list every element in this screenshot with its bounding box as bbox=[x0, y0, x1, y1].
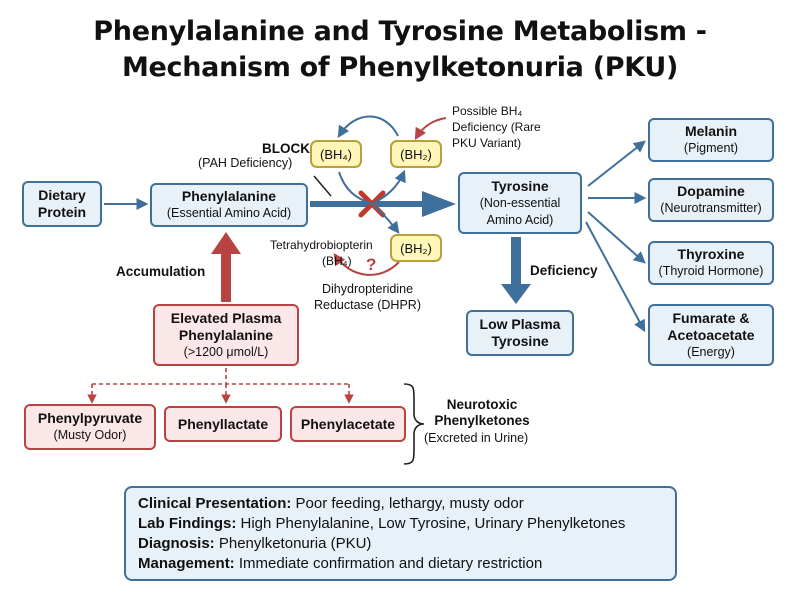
arrow-main-to-bh2-bottom bbox=[371, 203, 400, 234]
melanin-name: Melanin bbox=[684, 123, 738, 139]
melanin-desc: (Pigment) bbox=[683, 141, 739, 155]
node-tyrosine: Tyrosine (Non-essential Amino Acid) bbox=[458, 172, 582, 234]
dopamine-desc: (Neurotransmitter) bbox=[660, 201, 762, 215]
node-phenylalanine: Phenylalanine (Essential Amino Acid) bbox=[150, 183, 308, 227]
arrow-deficiency bbox=[501, 237, 531, 304]
arrow-bh2-to-bh4-top bbox=[337, 115, 399, 139]
phenylpyruvate-desc: (Musty Odor) bbox=[53, 428, 127, 442]
elevated-phe-desc: (>1200 μmol/L) bbox=[183, 344, 269, 359]
dietary-protein-line2: Protein bbox=[37, 204, 87, 220]
phenylpyruvate-name: Phenylpyruvate bbox=[37, 410, 143, 426]
arrow-to-fumarate bbox=[585, 221, 646, 333]
label-possible-bh4-3: PKU Variant) bbox=[452, 136, 522, 150]
page-title: Phenylalanine and Tyrosine Metabolism - … bbox=[0, 14, 800, 86]
cofactor-bh2-top-label: (BH₂) bbox=[400, 146, 432, 162]
label-possible-bh4-2: Deficiency (Rare bbox=[452, 120, 541, 134]
page-title-line1: Phenylalanine and Tyrosine Metabolism - bbox=[93, 16, 707, 47]
phenyllactate-name: Phenyllactate bbox=[177, 415, 269, 432]
arrow-to-melanin bbox=[587, 140, 646, 187]
arrow-bh2-to-bh4-dhpr bbox=[333, 252, 400, 276]
label-neurotoxic-3: (Excreted in Urine) bbox=[424, 431, 529, 445]
thyroxine-name: Thyroxine bbox=[677, 246, 745, 262]
neurotoxic-brace bbox=[403, 383, 425, 465]
summary-text: Phenylketonuria (PKU) bbox=[214, 535, 372, 552]
arrow-to-thyroxine bbox=[587, 211, 646, 264]
summary-clinical-presentation: Clinical Presentation: Poor feeding, let… bbox=[138, 494, 663, 514]
tyrosine-desc2: Amino Acid) bbox=[486, 212, 554, 227]
cofactor-bh2-bottom: (BH₂) bbox=[390, 234, 442, 262]
node-elevated-plasma-phenylalanine: Elevated Plasma Phenylalanine (>1200 μmo… bbox=[153, 304, 299, 366]
dopamine-name: Dopamine bbox=[677, 183, 745, 199]
elevated-phe-line1: Elevated Plasma bbox=[170, 309, 282, 326]
label-neurotoxic-2: Phenylketones bbox=[434, 413, 530, 428]
fumarate-name2: Acetoacetate bbox=[667, 326, 755, 343]
summary-label: Diagnosis: bbox=[138, 535, 215, 552]
fumarate-name1: Fumarate & bbox=[672, 309, 750, 326]
phenylalanine-desc: (Essential Amino Acid) bbox=[166, 206, 292, 220]
elevated-phe-line2: Phenylalanine bbox=[178, 326, 274, 343]
arrow-phe-to-tyrosine bbox=[310, 191, 456, 217]
arrow-bh4-to-main bbox=[338, 171, 373, 205]
node-melanin: Melanin (Pigment) bbox=[648, 118, 774, 162]
label-tetrahydrobiopterin-2: (BH₄) bbox=[322, 254, 352, 268]
cofactor-bh2-bottom-label: (BH₂) bbox=[400, 240, 432, 256]
phenylacetate-name: Phenylacetate bbox=[300, 415, 396, 432]
node-phenylpyruvate: Phenylpyruvate (Musty Odor) bbox=[24, 404, 156, 450]
label-tetrahydrobiopterin-1: Tetrahydrobiopterin bbox=[270, 238, 373, 252]
dietary-protein-line1: Dietary bbox=[38, 187, 86, 203]
summary-lab-findings: Lab Findings: High Phenylalanine, Low Ty… bbox=[138, 514, 663, 534]
low-tyrosine-line1: Low Plasma bbox=[479, 316, 561, 332]
node-dopamine: Dopamine (Neurotransmitter) bbox=[648, 178, 774, 222]
page-title-line2: Mechanism of Phenylketonuria (PKU) bbox=[121, 52, 679, 83]
label-possible-bh4-1: Possible BH₄ bbox=[452, 104, 523, 118]
node-fumarate-acetoacetate: Fumarate & Acetoacetate (Energy) bbox=[648, 304, 774, 366]
summary-text: Immediate confirmation and dietary restr… bbox=[234, 555, 543, 572]
summary-label: Management: bbox=[138, 555, 235, 572]
label-block: BLOCK bbox=[262, 141, 310, 156]
node-phenylacetate: Phenylacetate bbox=[290, 406, 406, 442]
low-tyrosine-line2: Tyrosine bbox=[491, 333, 549, 349]
fumarate-desc: (Energy) bbox=[687, 344, 735, 359]
phenylalanine-name: Phenylalanine bbox=[181, 188, 277, 204]
tyrosine-name: Tyrosine bbox=[491, 177, 549, 194]
arrow-possible-bh4 bbox=[414, 117, 447, 141]
summary-label: Clinical Presentation: bbox=[138, 495, 292, 512]
tyrosine-desc1: (Non-essential bbox=[479, 195, 561, 210]
label-dhpr-1: Dihydropteridine bbox=[322, 282, 414, 296]
node-phenyllactate: Phenyllactate bbox=[164, 406, 282, 442]
node-thyroxine: Thyroxine (Thyroid Hormone) bbox=[648, 241, 774, 285]
cofactor-bh2-top: (BH₂) bbox=[390, 140, 442, 168]
summary-text: High Phenylalanine, Low Tyrosine, Urinar… bbox=[236, 515, 626, 532]
label-neurotoxic-1: Neurotoxic bbox=[446, 397, 518, 412]
label-block-desc: (PAH Deficiency) bbox=[198, 156, 293, 170]
label-question-mark: ? bbox=[366, 255, 377, 274]
block-pointer bbox=[313, 175, 332, 197]
node-dietary-protein: Dietary Protein bbox=[22, 181, 102, 227]
summary-management: Management: Immediate confirmation and d… bbox=[138, 554, 663, 574]
label-deficiency: Deficiency bbox=[530, 263, 598, 278]
clinical-summary-panel: Clinical Presentation: Poor feeding, let… bbox=[124, 486, 677, 581]
summary-diagnosis: Diagnosis: Phenylketonuria (PKU) bbox=[138, 534, 663, 554]
label-dhpr-2: Reductase (DHPR) bbox=[314, 298, 421, 312]
arrow-accumulation bbox=[211, 232, 241, 302]
label-accumulation: Accumulation bbox=[116, 264, 206, 279]
cofactor-bh4: (BH₄) bbox=[310, 140, 362, 168]
cofactor-bh4-label: (BH₄) bbox=[319, 146, 353, 162]
arrow-main-to-bh2 bbox=[371, 169, 406, 205]
thyroxine-desc: (Thyroid Hormone) bbox=[658, 264, 764, 278]
summary-label: Lab Findings: bbox=[138, 515, 237, 532]
summary-text: Poor feeding, lethargy, musty odor bbox=[291, 495, 524, 512]
node-low-plasma-tyrosine: Low Plasma Tyrosine bbox=[466, 310, 574, 356]
